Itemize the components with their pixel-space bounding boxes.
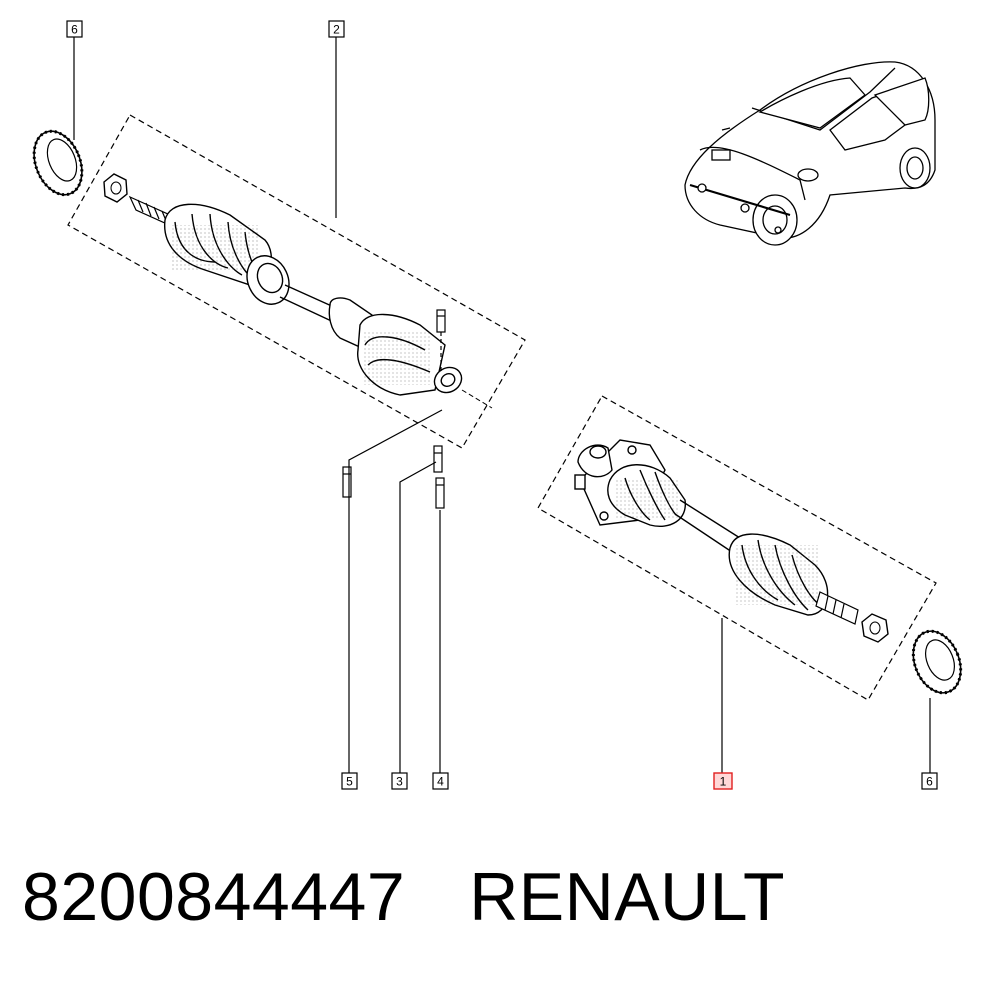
callout-1[interactable]: 1 xyxy=(713,772,733,790)
hub-nut-right xyxy=(861,613,889,643)
callout-1-label: 1 xyxy=(720,775,727,789)
part-number: 8200844447 xyxy=(22,859,406,935)
car-illustration xyxy=(684,61,936,246)
callout-5-label: 5 xyxy=(346,775,353,789)
callout-5[interactable]: 5 xyxy=(341,772,358,790)
callout-3[interactable]: 3 xyxy=(391,772,408,790)
shaft-right xyxy=(674,499,741,553)
abs-tone-ring-left xyxy=(32,129,84,197)
right-driveshaft-assembly xyxy=(537,395,963,701)
inner-cv-boot-right xyxy=(607,464,686,527)
callout-4[interactable]: 4 xyxy=(432,772,449,790)
right-assembly-dashed-box xyxy=(537,395,937,701)
inner-cv-joint-left xyxy=(328,297,493,409)
left-assembly-dashed-box xyxy=(67,114,526,449)
roll-pin-5 xyxy=(342,466,352,498)
callout-3-label: 3 xyxy=(396,775,403,789)
callout-4-label: 4 xyxy=(437,775,444,789)
outer-cv-boot-left xyxy=(164,203,273,286)
callout-2-label: 2 xyxy=(333,23,340,37)
roll-pin-3 xyxy=(433,445,443,473)
callout-6-left-label: 6 xyxy=(71,23,78,37)
roll-pins-loose xyxy=(342,445,445,509)
roll-pin-4 xyxy=(435,477,445,509)
callout-2[interactable]: 2 xyxy=(328,20,345,38)
roll-pin-upper xyxy=(436,309,446,372)
abs-tone-ring-right xyxy=(911,629,963,695)
leader-lines xyxy=(73,37,931,773)
brand-name: RENAULT xyxy=(469,859,786,935)
callout-6-right[interactable]: 6 xyxy=(921,772,938,790)
boot-clamp-left xyxy=(246,255,290,305)
callout-6-right-label: 6 xyxy=(926,775,933,789)
hub-nut-left xyxy=(103,173,128,203)
splined-stub-right xyxy=(815,591,859,625)
footer-caption: 8200844447 RENAULT xyxy=(22,858,785,936)
callout-6-left[interactable]: 6 xyxy=(66,20,83,38)
left-driveshaft-assembly xyxy=(32,114,526,449)
outer-cv-boot-right xyxy=(728,533,829,616)
